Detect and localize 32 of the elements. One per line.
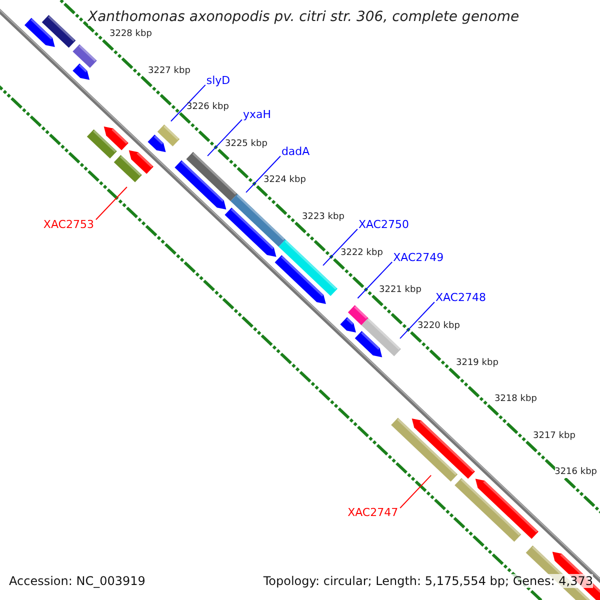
scale-label: 3216 kbp (554, 467, 597, 478)
scale-label: 3217 kbp (533, 430, 576, 442)
gene-label: XAC2747 (348, 506, 398, 520)
leader-line (400, 302, 435, 339)
genome-info-text: Topology: circular; Length: 5,175,554 bp; Genes: 4,373 (263, 574, 593, 588)
leader-line (322, 228, 358, 266)
scale-label: 3224 kbp (264, 175, 306, 186)
leader-line (246, 156, 281, 193)
scale-label: 3223 kbp (302, 212, 344, 222)
scale-label: 3221 kbp (379, 284, 422, 296)
leader-line (357, 262, 393, 299)
scale-label: 3219 kbp (456, 358, 498, 368)
leader-line (95, 186, 128, 220)
scale-label: 3222 kbp (340, 248, 383, 259)
scale-label: 3226 kbp (186, 102, 229, 113)
leader-line (170, 84, 206, 122)
scale-label: 3225 kbp (225, 138, 268, 150)
scale-label: 3220 kbp (418, 321, 460, 332)
gene-label: XAC2748 (435, 290, 486, 304)
gene-label: XAC2753 (43, 218, 94, 231)
gene-label: XAC2749 (393, 250, 444, 264)
scale-label: 3227 kbp (148, 66, 190, 76)
accession-text: Accession: NC_003919 (9, 574, 146, 588)
leader-line (207, 119, 242, 156)
map-title: Xanthomonas axonopodis pv. citri str. 306, complete genome (88, 9, 520, 26)
scale-label: 3228 kbp (110, 29, 152, 40)
leader-line (400, 474, 432, 508)
scale-label: 3218 kbp (494, 394, 537, 405)
gene-label: yxaH (242, 108, 271, 122)
gene-label: dadA (281, 144, 310, 158)
gene-label: XAC2750 (358, 218, 409, 232)
gene-label: slyD (206, 74, 230, 87)
